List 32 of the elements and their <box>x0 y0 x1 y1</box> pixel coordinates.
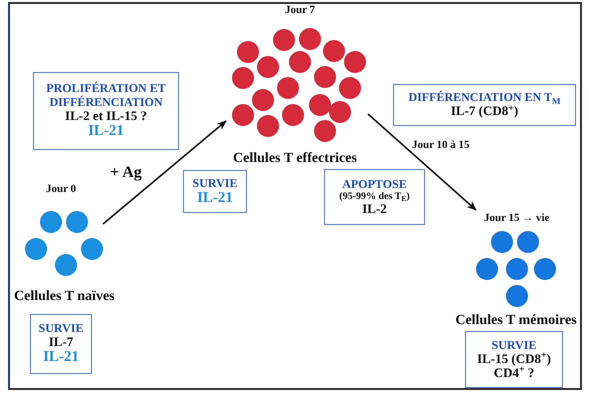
text-box <box>465 331 563 388</box>
edge-label: + Ag <box>110 165 142 181</box>
box-heading: APOPTOSE <box>342 178 407 191</box>
cytokine-text: CD4$^{+}$ ? <box>494 366 534 380</box>
text-box <box>183 170 247 213</box>
cytokine-text: IL-21 <box>43 349 79 366</box>
day-label: Jour 15 → vie <box>484 213 550 224</box>
box-heading: SURVIE <box>192 176 238 190</box>
text-box <box>30 314 92 374</box>
edge-label: Jour 10 à 15 <box>412 140 470 151</box>
cytokine-text: IL-7 <box>48 335 74 350</box>
box-heading: SURVIE <box>492 338 536 352</box>
cytokine-text: IL-21 <box>197 190 233 206</box>
cell-label: Cellules T effectrices <box>232 152 358 166</box>
box-heading: DIFFÉRENCIATION EN T$_{M}$ <box>408 91 561 104</box>
cytokine-text: IL-7 (CD8$^{+}$) <box>450 104 518 119</box>
cell-label: Cellules T mémoires <box>455 314 577 328</box>
cytokine-text: IL-15 (CD8$^{+}$) <box>477 352 551 366</box>
cytokine-text: IL-21 <box>88 123 124 140</box>
text-box <box>324 169 425 225</box>
day-label: Jour 7 <box>285 5 316 16</box>
text-box <box>393 84 576 126</box>
cytokine-text: IL-2 <box>362 202 387 216</box>
day-label: Jour 0 <box>46 184 76 195</box>
cytokine-text: IL-2 et IL-15 ? <box>65 108 147 124</box>
arrow <box>367 113 477 211</box>
box-heading: PROLIFÉRATION ET DIFFÉRENCIATION <box>45 82 167 109</box>
box-heading: SURVIE <box>38 322 84 336</box>
arrow <box>102 120 227 225</box>
cell-label: Cellules T naïves <box>14 290 114 304</box>
text-box <box>33 72 179 150</box>
cytokine-text: (95-99% des T$_{E}$) <box>339 190 410 202</box>
